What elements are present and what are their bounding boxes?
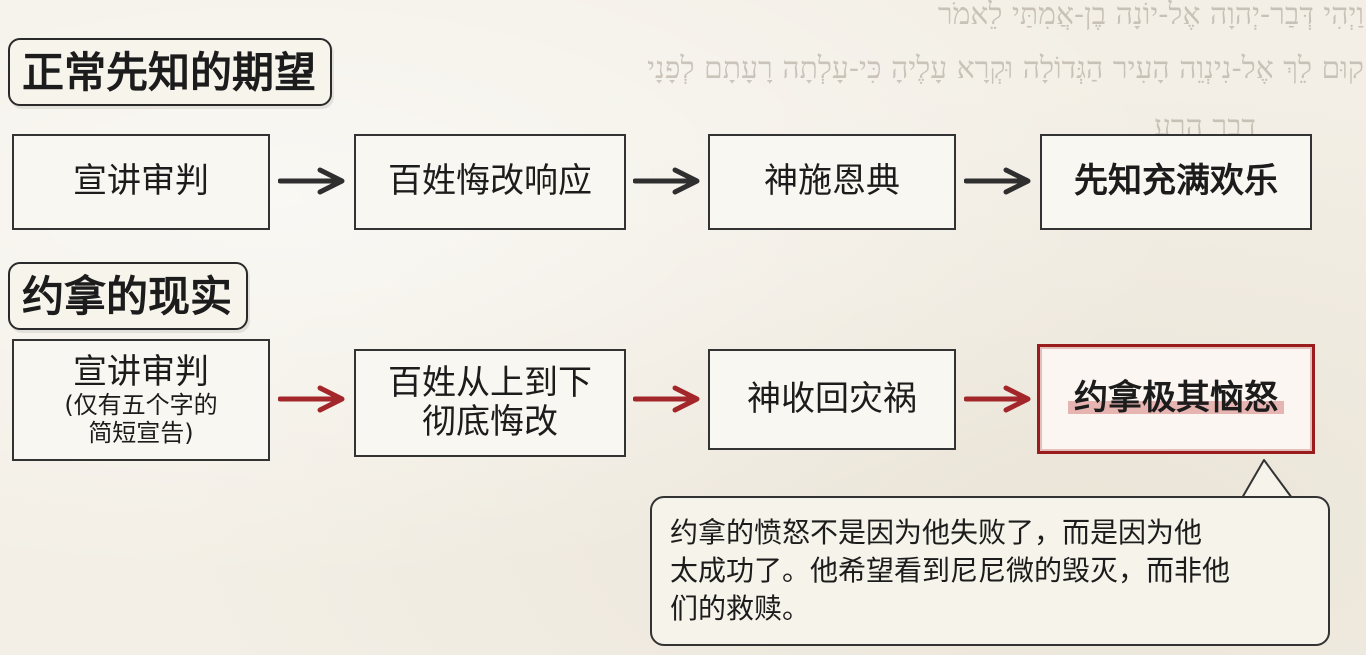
row1-step-4-label: 先知充满欢乐 [1074, 161, 1278, 202]
arrow-right-icon [964, 167, 1031, 195]
row2-step-people-repent: 百姓从上到下 彻底悔改 [354, 349, 626, 457]
arrow-right-icon [633, 167, 700, 195]
row2-step-1-label: 宣讲审判 [73, 351, 209, 392]
row1-step-1-label: 宣讲审判 [73, 161, 209, 202]
arrow-right-icon [278, 167, 345, 195]
row2-step-1-note-line-1: (仅有五个字的 [64, 390, 218, 419]
arrow-right-red-icon [633, 385, 700, 413]
row2-step-preach-judgment: 宣讲审判 (仅有五个字的 简短宣告) [12, 339, 270, 461]
row2-step-3-label: 神收回灾祸 [747, 378, 917, 419]
background-hebrew-line-2: קוּם לֵךְ אֶל-נִינְוֵה הָעִיר הַגְּדוֹלָ… [647, 51, 1364, 86]
row2-step-2-line-1: 百姓从上到下 [388, 362, 592, 403]
callout-line-2: 太成功了。他希望看到尼尼微的毁灭，而非他 [670, 553, 1231, 587]
heading-jonah-reality: 约拿的现实 [8, 262, 249, 330]
row1-step-people-repent: 百姓悔改响应 [354, 134, 626, 230]
row2-step-4-label: 约拿极其恼怒 [1068, 379, 1284, 419]
row2-step-jonah-angry: 约拿极其恼怒 [1037, 344, 1315, 454]
row1-step-3-label: 神施恩典 [764, 161, 900, 202]
row2-step-god-relents: 神收回灾祸 [708, 349, 956, 450]
arrow-right-red-icon [278, 385, 345, 413]
row1-step-2-label: 百姓悔改响应 [388, 161, 592, 202]
row2-step-1-note-line-2: 简短宣告) [88, 418, 194, 447]
arrow-right-red-icon [964, 385, 1031, 413]
callout-note: 约拿的愤怒不是因为他失败了，而是因为他 太成功了。他希望看到尼尼微的毁灭，而非他… [650, 496, 1330, 646]
callout-line-1: 约拿的愤怒不是因为他失败了，而是因为他 [670, 516, 1203, 549]
row1-step-preach-judgment: 宣讲审判 [12, 134, 270, 230]
row1-step-god-grace: 神施恩典 [708, 134, 956, 230]
background-hebrew-line-1: וַיְהִי דְּבַר-יְהוָה אֶל-יוֹנָה בֶן-אֲמ… [937, 0, 1364, 32]
heading-normal-prophet-expectation: 正常先知的期望 [8, 38, 333, 106]
callout-pointer-icon [1241, 459, 1293, 500]
row2-step-2-line-2: 彻底悔改 [422, 402, 558, 442]
row1-step-prophet-joy: 先知充满欢乐 [1040, 134, 1312, 230]
callout-line-3: 们的救赎。 [670, 591, 811, 625]
